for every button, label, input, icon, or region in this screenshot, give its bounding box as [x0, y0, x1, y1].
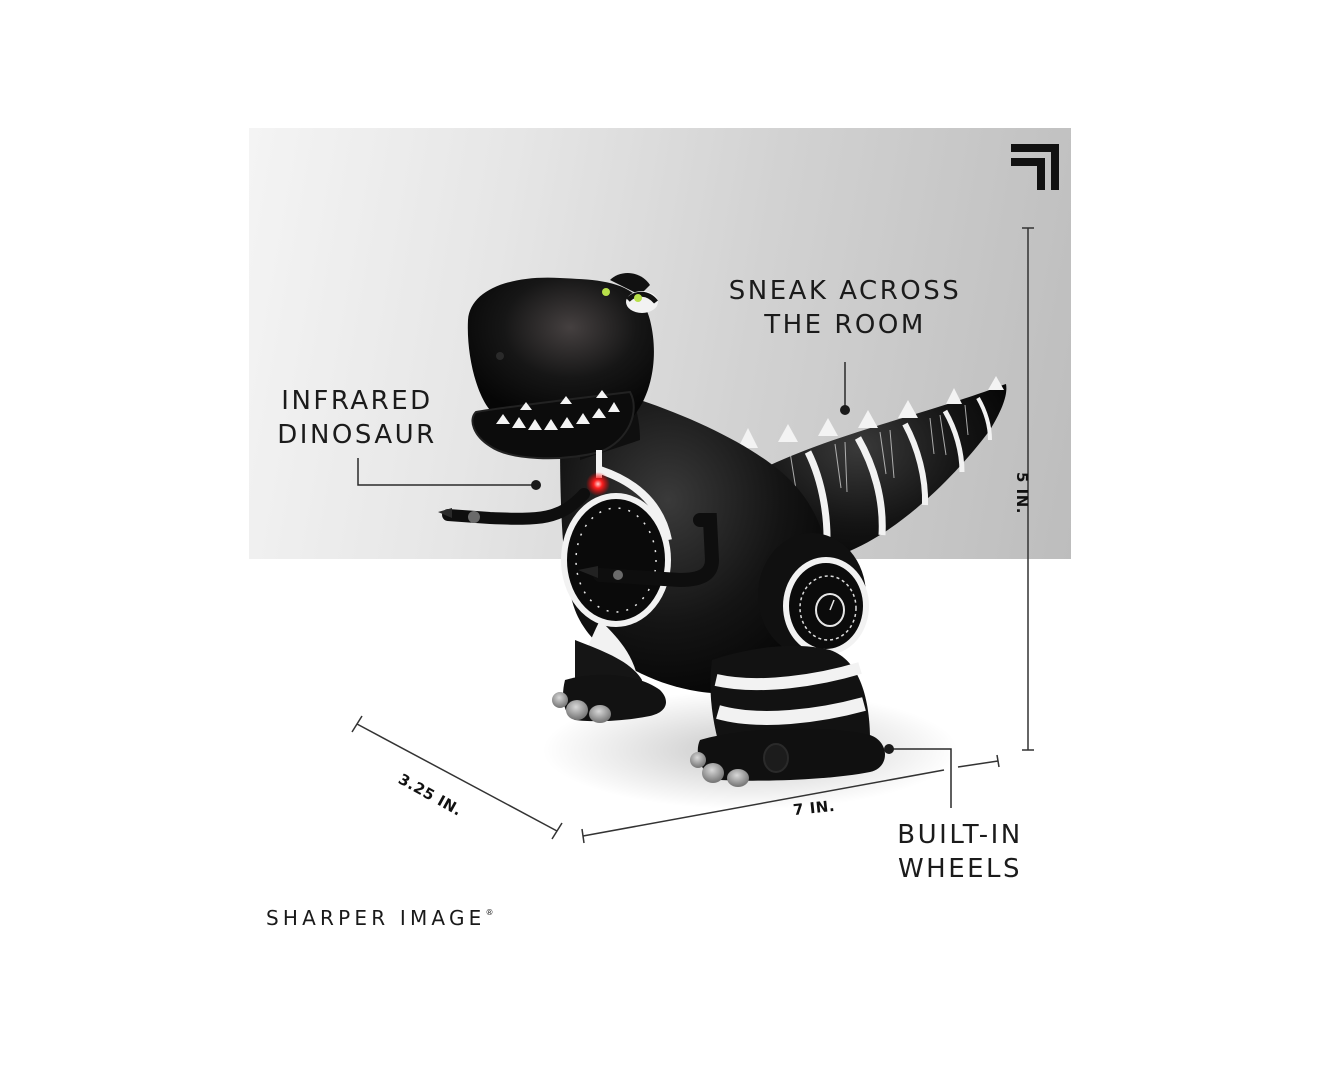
double-corner-bracket-icon — [1011, 144, 1059, 190]
dimension-height-label: 5 IN. — [1013, 472, 1031, 514]
callout-sneak-line2: THE ROOM — [764, 310, 926, 340]
infrared-led — [586, 472, 610, 496]
brand-name: SHARPER IMAGE — [266, 906, 486, 930]
callout-sneak-across-room: SNEAK ACROSS THE ROOM — [720, 274, 970, 342]
head — [467, 273, 658, 460]
registered-mark: ® — [485, 908, 494, 917]
dimension-line-width — [581, 754, 1000, 844]
callout-line-infrared — [357, 458, 541, 490]
hip-disc — [758, 533, 869, 657]
callout-sneak-line1: SNEAK ACROSS — [728, 276, 962, 306]
callout-line-sneak — [840, 362, 850, 415]
rear-leg — [690, 645, 885, 787]
callout-wheels-line2: WHEELS — [897, 854, 1023, 884]
dimension-line-height — [1022, 227, 1034, 751]
tail — [738, 376, 1007, 567]
dimension-line-depth — [351, 715, 563, 840]
callout-line-wheels — [884, 744, 952, 808]
callout-infrared-line2: DINOSAUR — [277, 420, 437, 450]
throat-stripe — [596, 450, 602, 478]
callout-wheels-line1: BUILT-IN — [897, 820, 1023, 850]
callout-built-in-wheels: BUILT-IN WHEELS — [885, 818, 1035, 886]
brand-logo: SHARPER IMAGE® — [266, 906, 493, 930]
arms — [438, 488, 720, 588]
teeth — [496, 390, 620, 430]
back-spikes — [738, 376, 1004, 448]
front-leg — [552, 620, 666, 723]
callout-infrared-line1: INFRARED — [281, 386, 433, 416]
callout-infrared-dinosaur: INFRARED DINOSAUR — [272, 384, 442, 452]
